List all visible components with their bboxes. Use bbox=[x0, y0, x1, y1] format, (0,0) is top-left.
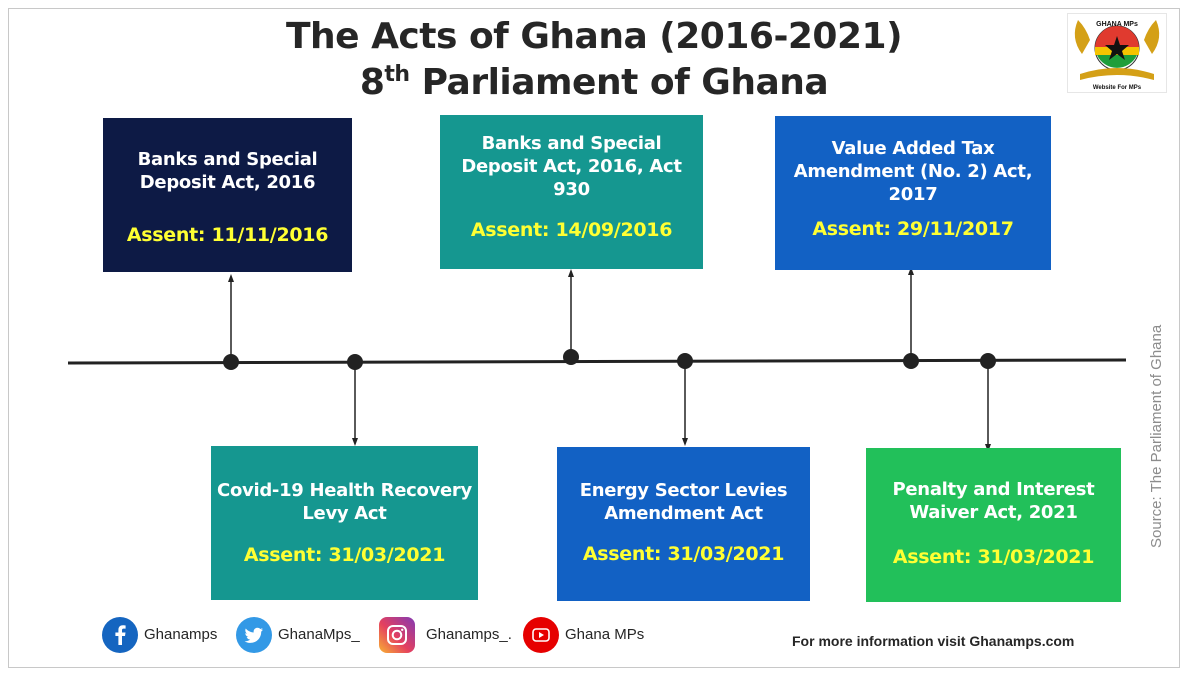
assent-date: Assent: 31/03/2021 bbox=[243, 544, 446, 566]
assent-date: Assent: 14/09/2016 bbox=[470, 219, 673, 241]
timeline-node bbox=[563, 349, 579, 365]
source-note: Source: The Parliament of Ghana bbox=[1148, 324, 1165, 548]
timeline-node bbox=[903, 353, 919, 369]
act-name: Banks and Special Deposit Act, 2016, Act… bbox=[461, 133, 682, 200]
act-name: Banks and Special Deposit Act, 2016 bbox=[137, 149, 318, 193]
ghana-mps-logo: GHANA MPs Website For MPs bbox=[1067, 13, 1167, 93]
instagram-icon bbox=[379, 617, 415, 653]
act-box: Covid-19 Health Recovery Levy Act Assent… bbox=[211, 446, 478, 600]
act-name: Covid-19 Health Recovery Levy Act bbox=[217, 480, 472, 524]
act-box: Energy Sector Levies Amendment Act Assen… bbox=[557, 447, 810, 601]
social-label: GhanaMps_ bbox=[278, 626, 360, 643]
assent-date: Assent: 11/11/2016 bbox=[126, 224, 329, 246]
act-name: Penalty and Interest Waiver Act, 2021 bbox=[892, 479, 1095, 523]
timeline-node bbox=[980, 353, 996, 369]
subtitle-number: 8 bbox=[359, 62, 385, 103]
youtube-icon bbox=[523, 617, 559, 653]
act-box: Penalty and Interest Waiver Act, 2021 As… bbox=[866, 448, 1121, 602]
timeline-axis bbox=[67, 358, 1127, 365]
act-name: Value Added Tax Amendment (No. 2) Act, 2… bbox=[793, 138, 1033, 205]
assent-date: Assent: 31/03/2021 bbox=[582, 543, 785, 565]
twitter-icon bbox=[236, 617, 272, 653]
svg-text:GHANA MPs: GHANA MPs bbox=[1096, 21, 1138, 28]
timeline-node bbox=[223, 354, 239, 370]
social-label: Ghanamps bbox=[144, 626, 218, 643]
subtitle-text: Parliament of Ghana bbox=[409, 62, 829, 103]
more-info-link[interactable]: For more information visit Ghanamps.com bbox=[792, 633, 1075, 649]
slide-subtitle: 8th Parliament of Ghana bbox=[0, 62, 1188, 103]
timeline-node bbox=[677, 353, 693, 369]
assent-date: Assent: 29/11/2017 bbox=[812, 218, 1014, 240]
act-name: Energy Sector Levies Amendment Act bbox=[579, 480, 788, 524]
social-label: Ghanamps_. bbox=[426, 626, 512, 643]
subtitle-superscript: th bbox=[384, 62, 410, 87]
slide-title: The Acts of Ghana (2016-2021) bbox=[285, 16, 903, 57]
assent-date: Assent: 31/03/2021 bbox=[892, 546, 1095, 568]
svg-text:Website For MPs: Website For MPs bbox=[1093, 85, 1142, 91]
act-box: Banks and Special Deposit Act, 2016 Asse… bbox=[103, 118, 352, 272]
act-box: Value Added Tax Amendment (No. 2) Act, 2… bbox=[775, 116, 1051, 270]
social-label: Ghana MPs bbox=[565, 626, 645, 643]
timeline-node bbox=[347, 354, 363, 370]
facebook-icon bbox=[102, 617, 138, 653]
act-box: Banks and Special Deposit Act, 2016, Act… bbox=[440, 115, 703, 269]
coat-of-arms-icon: GHANA MPs Website For MPs bbox=[1074, 20, 1160, 91]
